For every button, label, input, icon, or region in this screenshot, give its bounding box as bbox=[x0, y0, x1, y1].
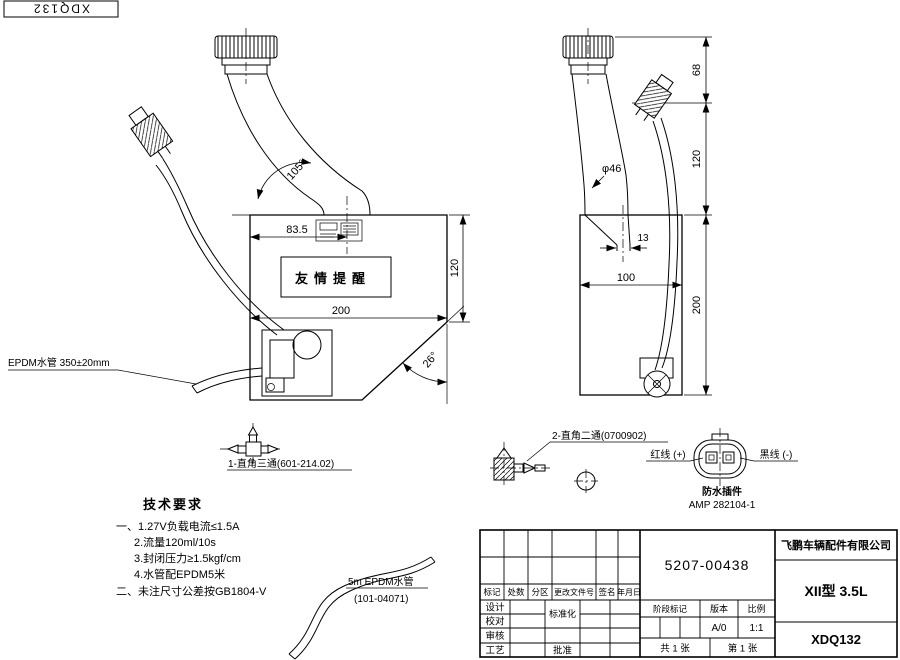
notice-label: 友情提醒 bbox=[295, 271, 371, 286]
dim-neck: 120 bbox=[691, 150, 703, 168]
stage-version-scale: 阶段标记 版本 比例 A/0 1:1 共 1 张 第 1 张 bbox=[640, 600, 775, 657]
row-label-design: 设计 bbox=[485, 602, 505, 614]
hose-length-label: 5m EPDM水管 bbox=[348, 575, 414, 588]
sticker-small bbox=[315, 219, 363, 242]
scale-value: 1:1 bbox=[750, 623, 764, 634]
tech-req-item: 2.流量120ml/10s bbox=[134, 535, 216, 549]
dim-body: 200 bbox=[691, 296, 703, 314]
rev-col-header: 更改文件号 bbox=[554, 587, 594, 597]
notice-box: 友情提醒 bbox=[280, 256, 392, 298]
red-wire-label: 红线 (+) bbox=[650, 448, 685, 461]
part-number: 5207-00438 bbox=[665, 557, 750, 573]
row-label-audit: 审核 bbox=[485, 630, 505, 642]
tech-req-item: 4.水管配EPDM5米 bbox=[134, 567, 225, 581]
model-name: XII型 3.5L bbox=[804, 583, 867, 599]
drawing-number-stamp: XDQ132 bbox=[3, 0, 119, 18]
rev-col-header: 签名 bbox=[598, 587, 615, 597]
tech-requirements: 技术要求 一、1.27V负载电流≤1.5A 2.流量120ml/10s 3.封闭… bbox=[116, 497, 267, 598]
filler-neck-side bbox=[571, 73, 586, 216]
harness-wires-front bbox=[162, 158, 285, 331]
connector-name: 防水插件 bbox=[702, 485, 742, 498]
side-view: φ46 13 100 68 120 200 bbox=[562, 28, 712, 398]
version-value: A/0 bbox=[711, 623, 726, 634]
harness-connector-side bbox=[633, 73, 674, 121]
hose-part-no: (101-04071) bbox=[354, 594, 408, 605]
title-block: 标记 处数 分区 更改文件号 签名 年月日 设计 校对 审核 工艺 标准化 批准 bbox=[479, 529, 898, 658]
hose-drawing: 5m EPDM水管 (101-04071) bbox=[288, 556, 436, 660]
stage-label: 阶段标记 bbox=[653, 604, 688, 614]
amp-connector: 红线 (+) 黑线 (-) 防水插件 AMP 282104-1 bbox=[646, 428, 798, 511]
version-label: 版本 bbox=[710, 603, 728, 614]
tech-req-item: 一、1.27V负载电流≤1.5A bbox=[116, 519, 240, 533]
standardization-label: 标准化 bbox=[549, 608, 576, 619]
black-wire-label: 黑线 (-) bbox=[760, 448, 793, 461]
section-symbol bbox=[574, 469, 598, 493]
dim-front-height: 120 bbox=[449, 259, 461, 277]
connector-model: AMP 282104-1 bbox=[689, 500, 756, 511]
sheet-total: 共 1 张 bbox=[660, 644, 690, 655]
pump-front bbox=[261, 329, 333, 397]
dim-chamfer-angle: 26° bbox=[421, 350, 441, 370]
scale-label: 比例 bbox=[747, 603, 765, 614]
drawing-number: XDQ132 bbox=[811, 632, 861, 647]
harness-wires-side bbox=[660, 117, 679, 369]
title-block-right: 飞鹏车辆配件有限公司 XII型 3.5L XDQ132 bbox=[775, 538, 897, 647]
pump-side bbox=[639, 357, 674, 398]
company-name: 飞鹏车辆配件有限公司 bbox=[781, 538, 891, 552]
dim-neck-dia: φ46 bbox=[602, 163, 621, 175]
revision-table: 标记 处数 分区 更改文件号 签名 年月日 bbox=[480, 530, 641, 600]
filler-cap-front bbox=[214, 28, 278, 84]
sheet-index: 第 1 张 bbox=[728, 643, 758, 655]
outlet-hoses bbox=[191, 367, 263, 387]
elbow-fitting: 2-直角二通(0700902) bbox=[490, 429, 668, 493]
rev-col-header: 年月日 bbox=[617, 587, 641, 597]
tee-label: 1-直角三通(601-214.02) bbox=[228, 457, 334, 470]
tech-req-item: 二、未注尺寸公差按GB1804-V bbox=[116, 584, 267, 598]
row-label-check: 校对 bbox=[485, 616, 505, 628]
dim-neck-offset: 83.5 bbox=[286, 224, 307, 236]
approval-label: 批准 bbox=[553, 645, 573, 657]
dim-cap: 68 bbox=[691, 64, 703, 76]
dim-neck-angle: 105° bbox=[285, 158, 309, 183]
front-view: 105° 友情提醒 83.5 120 200 bbox=[8, 28, 470, 404]
stamp-code: XDQ132 bbox=[32, 2, 90, 16]
filler-cap-side bbox=[562, 28, 614, 84]
tech-req-item: 3.封闭压力≥1.5kgf/cm bbox=[134, 551, 241, 565]
rev-col-header: 标记 bbox=[483, 587, 501, 597]
dim-side-width: 100 bbox=[617, 272, 635, 284]
rev-col-header: 处数 bbox=[507, 587, 525, 597]
dim-outlet: 13 bbox=[637, 233, 649, 244]
elbow-label: 2-直角二通(0700902) bbox=[552, 429, 646, 442]
harness-connector-front bbox=[128, 106, 174, 160]
dim-front-width: 200 bbox=[332, 305, 350, 317]
tech-req-title: 技术要求 bbox=[143, 497, 203, 512]
signature-rows: 设计 校对 审核 工艺 标准化 批准 bbox=[480, 600, 640, 657]
row-label-process: 工艺 bbox=[485, 646, 504, 657]
tee-fitting: 1-直角三通(601-214.02) bbox=[220, 423, 352, 471]
hose-callout: EPDM水管 350±20mm bbox=[8, 356, 110, 369]
rev-col-header: 分区 bbox=[531, 587, 549, 597]
tank-outline-side bbox=[579, 214, 683, 396]
